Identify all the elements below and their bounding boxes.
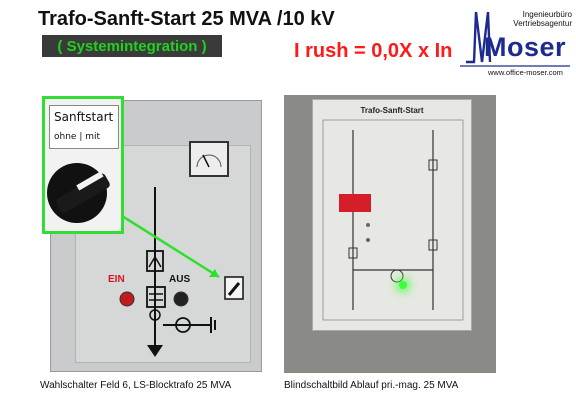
aus-label: AUS (169, 274, 191, 285)
selector-options: ohne | mit (54, 132, 101, 142)
mimic-board: Trafo-Sanft-Start (312, 99, 472, 331)
single-line-diagram (94, 187, 244, 357)
subtitle-badge: ( Systemintegration ) (42, 35, 222, 57)
mimic-diagram (322, 119, 464, 321)
mimic-board-photo: Trafo-Sanft-Start (284, 95, 496, 373)
left-caption: Wahlschalter Feld 6, LS-Blocktrafo 25 MV… (40, 380, 232, 391)
slide-title: Trafo-Sanft-Start 25 MVA /10 kV (38, 8, 335, 30)
rotary-knob-icon[interactable] (47, 153, 121, 231)
mimic-board-title: Trafo-Sanft-Start (360, 106, 424, 115)
logo-line-vertriebsagentur: Vertriebsagentur (513, 19, 572, 28)
logo-url[interactable]: www.office-moser.com (488, 68, 563, 77)
selector-switch-closeup: Sanftstart ohne | mit (42, 96, 124, 234)
ein-label: EIN (108, 274, 125, 285)
logo-line-ingenieurbuero: Ingenieurbüro (522, 10, 572, 19)
inrush-formula: I rush = 0,0X x In (294, 40, 453, 62)
logo-brand: Moser (484, 32, 567, 62)
company-logo: Ingenieurbüro Vertriebsagentur Moser www… (460, 4, 572, 80)
selector-nameplate: Sanftstart ohne | mit (49, 105, 119, 149)
selector-title: Sanftstart (54, 110, 114, 124)
right-caption: Blindschaltbild Ablauf pri.-mag. 25 MVA (284, 380, 459, 391)
meter-gauge-icon (189, 141, 229, 177)
selector-option-ohne: ohne (54, 132, 77, 142)
status-led-icon (399, 281, 407, 289)
selector-option-mit: mit (85, 132, 101, 142)
mimic-alarm-label (339, 194, 371, 212)
subtitle-text: ( Systemintegration ) (57, 37, 207, 55)
logo-mark-icon (460, 11, 570, 67)
